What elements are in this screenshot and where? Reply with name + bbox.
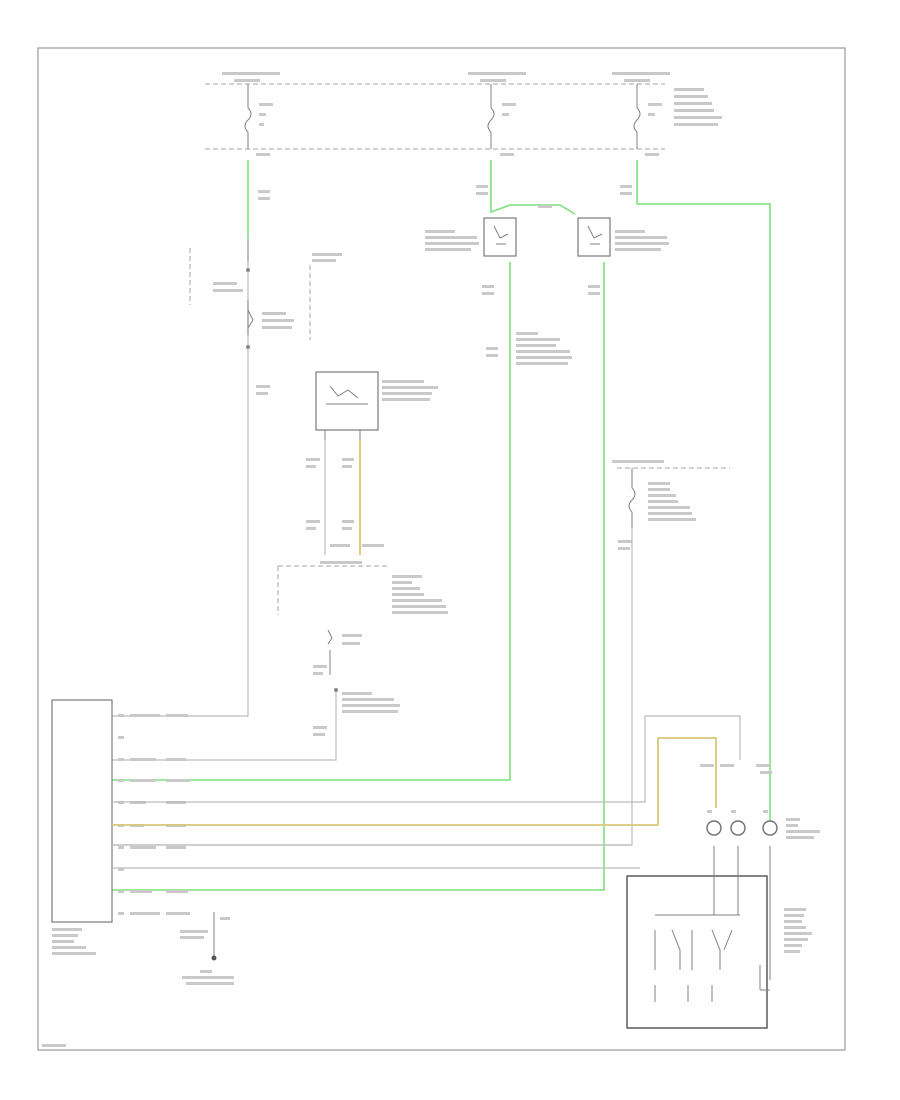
connector-pin-leads [713, 846, 771, 868]
wire-signal-yellow [112, 737, 717, 826]
wire-signal-1 [112, 715, 741, 803]
fuse-4 [628, 468, 636, 528]
sensor-labels [313, 561, 448, 736]
wire-relay2-to-module [112, 262, 605, 891]
speed-control-module [51, 699, 113, 923]
horn-switch-assembly [626, 868, 771, 1029]
fuse-1 [244, 84, 273, 149]
wire-fuse3-to-speaker [636, 160, 771, 830]
relay-2 [577, 217, 611, 257]
footer-code-mark [42, 1044, 66, 1047]
relay-3 [315, 371, 379, 440]
relay-2-labels [615, 185, 669, 251]
brake-pressure-switch [327, 629, 338, 692]
relay-1 [483, 217, 517, 257]
diagram-frame [37, 47, 846, 1051]
fuse-2 [487, 84, 516, 149]
clutch-switch [189, 238, 311, 349]
clutch-switch-labels [213, 190, 342, 395]
wire-clutch-switch-to-module [112, 262, 249, 717]
wire-fuse2-to-relays [490, 160, 576, 215]
wire-brake-switch-to-module [112, 692, 337, 761]
wire-relay1-to-module [112, 262, 511, 781]
relay-1-labels [425, 185, 552, 251]
fuse-labels [222, 72, 722, 156]
module-ground [211, 912, 217, 961]
connector-labels [700, 764, 820, 839]
relay-3-labels [306, 380, 438, 547]
horn-switch-labels [784, 908, 812, 953]
speaker-connector [706, 820, 778, 836]
fuse-4-labels [612, 460, 696, 550]
wire-fuse4-to-module [112, 528, 633, 846]
relay-outputs-labels [482, 285, 600, 365]
ground-labels [180, 917, 234, 985]
fuse-3 [633, 84, 662, 149]
